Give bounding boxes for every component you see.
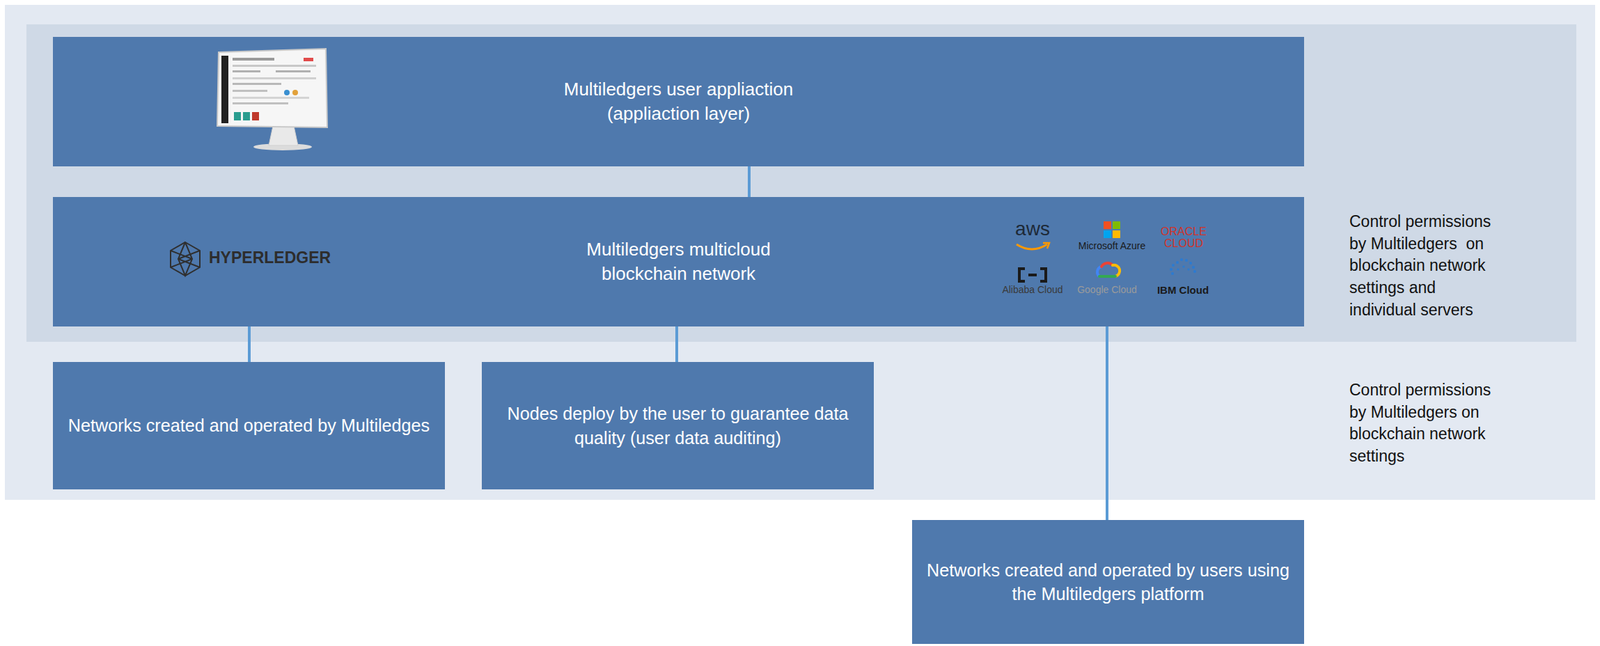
network-box: HYPERLEDGER Multiledgers multicloud block… [52,197,1305,327]
permission-note: Control permissions by Multiledgers on b… [1349,210,1500,322]
connector-line [675,326,679,363]
text-holder: Microsoft Azure [1063,240,1161,252]
hyperledger-icon [170,242,200,276]
connector-line [1105,326,1109,521]
text-holder: aws [1004,219,1061,239]
process-box: Networks created and operated by Multile… [52,362,445,490]
alibaba-icon [1019,268,1046,282]
inner-region: Control permissions by Multiledgers on b… [26,24,1577,342]
text-holder: ORACLE CLOUD [1155,226,1212,250]
box-label: Networks created and operated by Multile… [55,413,443,438]
logo-text: HYPERLEDGER [208,249,370,267]
box-label: Multiledgers user appliaction (appliacti… [561,77,797,127]
logo-text: Microsoft Azure [1063,240,1161,252]
aws-smile [1016,242,1050,250]
text-holder: IBM Cloud [1144,284,1222,297]
outer-region: Control permissions by Multiledgers on b… [4,4,1596,500]
microsoft-squares [1103,221,1121,239]
box-label: Networks created and operated by users u… [912,558,1305,606]
logo-text: ORACLE CLOUD [1155,226,1212,250]
connector-line [247,326,251,363]
text-holder: Control permissions by Multiledgers on b… [1349,379,1500,468]
text-holder: HYPERLEDGER [208,249,370,267]
permission-note: Control permissions by Multiledgers on b… [1349,379,1500,468]
text-holder: Google Cloud [1068,284,1146,296]
logo-text: aws [1004,219,1061,239]
process-box: Nodes deploy by the user to guarantee da… [481,362,874,490]
box-label: Nodes deploy by the user to guarantee da… [481,401,874,450]
monitor-illustration [52,36,1305,167]
application-box: Multiledgers user appliaction (appliacti… [52,36,1305,167]
process-box: Networks created and operated by users u… [912,520,1305,645]
connector-line [747,166,751,198]
logo-text: Alibaba Cloud [994,284,1071,296]
box-label: Multiledgers multicloud blockchain netwo… [555,237,803,287]
google-cloud-icon [1097,263,1120,277]
text-holder: Alibaba Cloud [994,284,1071,296]
text-holder: Control permissions by Multiledgers on b… [1349,210,1500,322]
logo-text: IBM Cloud [1144,284,1222,297]
logo-text: Google Cloud [1068,284,1146,296]
ibm-cloud-icon [1169,258,1197,276]
